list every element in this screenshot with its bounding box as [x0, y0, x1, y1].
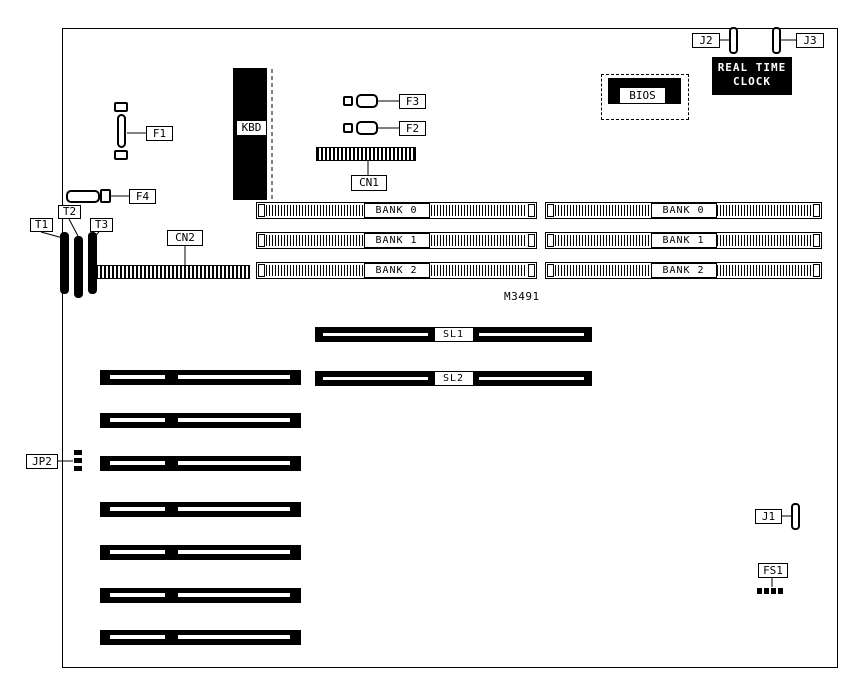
slot-key [178, 550, 290, 554]
slot-key [323, 377, 428, 380]
fuse-f2-icon [356, 121, 378, 135]
fuse-f3-icon [356, 94, 378, 108]
simm-socket-right-bank1: BANK 1 [545, 232, 822, 249]
fs1-pin-icon [757, 588, 762, 594]
isa-slot-6 [100, 588, 301, 603]
part-number: M3491 [504, 290, 540, 303]
simm-socket-left-bank1: BANK 1 [256, 232, 537, 249]
slot-key [110, 375, 165, 379]
simm-socket-right-bank0: BANK 0 [545, 202, 822, 219]
label-j1: J1 [755, 509, 782, 524]
label-cn2: CN2 [167, 230, 203, 246]
simm-clip-icon [547, 204, 554, 217]
slot-key [323, 333, 428, 336]
t1-capacitor [60, 232, 69, 294]
label-bank0-right: BANK 0 [650, 203, 717, 218]
simm-clip-icon [813, 204, 820, 217]
isa-slot-5 [100, 545, 301, 560]
label-j2: J2 [692, 33, 720, 48]
slot-key [110, 507, 165, 511]
label-sl1: SL1 [433, 327, 474, 342]
simm-clip-icon [528, 204, 535, 217]
label-bios: BIOS [619, 87, 666, 104]
isa-slot-7 [100, 630, 301, 645]
sl2-slot: SL2 [315, 371, 592, 386]
fuse-f1-bottom-cap [114, 150, 128, 160]
label-bank2-right: BANK 2 [650, 263, 717, 278]
rtc-text-line1: REAL TIME [717, 61, 787, 74]
j3-connector [772, 27, 781, 54]
fs1-pin-icon [764, 588, 769, 594]
j1-connector [791, 503, 800, 530]
simm-clip-icon [813, 264, 820, 277]
label-t1: T1 [30, 218, 53, 232]
sl1-slot: SL1 [315, 327, 592, 342]
fuse-f4-cap [100, 189, 111, 203]
fuse-f1-icon [117, 114, 126, 148]
slot-key [178, 375, 290, 379]
simm-clip-icon [547, 234, 554, 247]
slot-key [110, 418, 165, 422]
simm-clip-icon [528, 264, 535, 277]
rtc-text-line2: CLOCK [732, 75, 772, 88]
slot-key [178, 507, 290, 511]
fs1-pin-icon [778, 588, 783, 594]
fs1-pin-icon [771, 588, 776, 594]
label-j3: J3 [796, 33, 824, 48]
label-jp2: JP2 [26, 454, 58, 469]
board-outline [62, 28, 838, 668]
simm-clip-icon [258, 264, 265, 277]
isa-slot-1 [100, 370, 301, 385]
isa-slot-4 [100, 502, 301, 517]
t2-capacitor [74, 236, 83, 298]
label-bank1-left: BANK 1 [363, 233, 430, 248]
label-f4: F4 [129, 189, 156, 204]
label-t2: T2 [58, 205, 81, 219]
slot-key [479, 377, 584, 380]
simm-socket-right-bank2: BANK 2 [545, 262, 822, 279]
slot-key [178, 635, 290, 639]
slot-key [110, 461, 165, 465]
label-cn1: CN1 [351, 175, 387, 191]
label-bank1-right: BANK 1 [650, 233, 717, 248]
simm-clip-icon [547, 264, 554, 277]
slot-key [178, 418, 290, 422]
fuse-f2-cap [343, 123, 353, 133]
simm-socket-left-bank2: BANK 2 [256, 262, 537, 279]
simm-socket-left-bank0: BANK 0 [256, 202, 537, 219]
slot-key [110, 550, 165, 554]
simm-clip-icon [258, 234, 265, 247]
real-time-clock-block: REAL TIME CLOCK [712, 57, 792, 95]
t3-capacitor [88, 232, 97, 294]
jp2-jumper-icon [74, 466, 82, 471]
simm-clip-icon [258, 204, 265, 217]
label-f2: F2 [399, 121, 426, 136]
label-t3: T3 [90, 218, 113, 232]
fuse-f3-cap [343, 96, 353, 106]
jp2-jumper-icon [74, 450, 82, 455]
slot-key [479, 333, 584, 336]
label-sl2: SL2 [433, 371, 474, 386]
slot-key [178, 593, 290, 597]
jp2-jumper-icon [74, 458, 82, 463]
label-f3: F3 [399, 94, 426, 109]
isa-slot-3 [100, 456, 301, 471]
slot-key [178, 461, 290, 465]
j2-connector [729, 27, 738, 54]
slot-key [110, 635, 165, 639]
label-f1: F1 [146, 126, 173, 141]
label-bank0-left: BANK 0 [363, 203, 430, 218]
cn2-header [95, 265, 250, 279]
label-kbd: KBD [236, 120, 267, 136]
fuse-f4-icon [66, 190, 100, 203]
slot-key [110, 593, 165, 597]
label-bank2-left: BANK 2 [363, 263, 430, 278]
cn1-header [316, 147, 416, 161]
label-fs1: FS1 [758, 563, 788, 578]
fuse-f1-top-cap [114, 102, 128, 112]
simm-clip-icon [813, 234, 820, 247]
isa-slot-2 [100, 413, 301, 428]
simm-clip-icon [528, 234, 535, 247]
